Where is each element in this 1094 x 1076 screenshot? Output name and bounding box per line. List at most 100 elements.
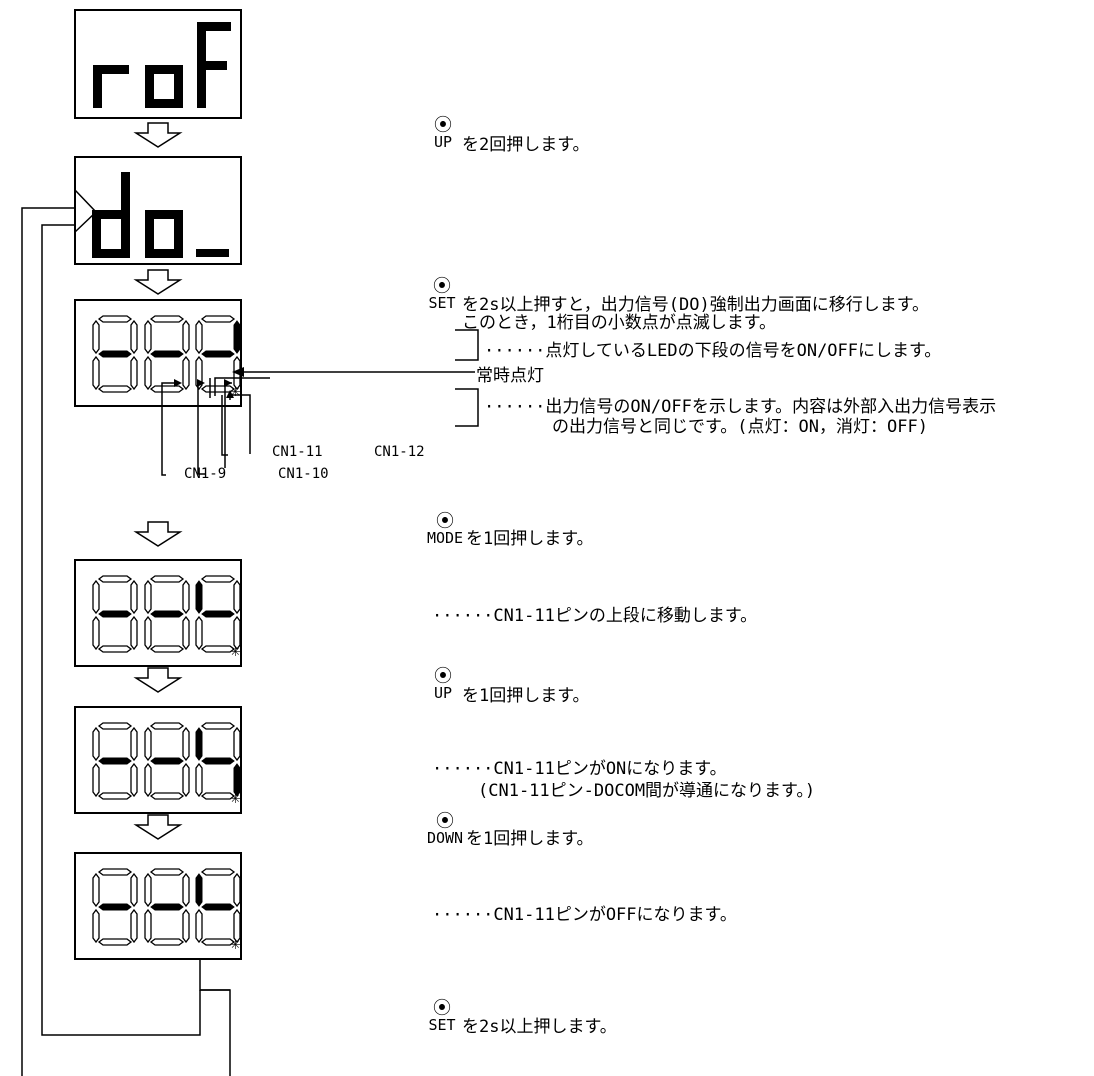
step3-result: ······CN1-11ピンの上段に移動します。: [432, 606, 758, 626]
segment-a: [200, 868, 236, 876]
segment-b: [233, 872, 241, 908]
segment-e: [92, 615, 100, 651]
step6-text: を2s以上押します。: [462, 1017, 617, 1037]
return-loop: [21, 189, 231, 1076]
segment-a: [149, 868, 185, 876]
display-do-force-1-digits: ✳: [92, 315, 241, 400]
digit-1: [92, 575, 138, 653]
segment-g: [150, 757, 184, 765]
segment-e: [195, 615, 203, 651]
segment-c: [130, 355, 138, 391]
segment-b: [233, 726, 241, 762]
segment-b: [130, 579, 138, 615]
step5-result: ······CN1-11ピンがOFFになります。: [432, 905, 737, 925]
segment-a: [149, 575, 185, 583]
segment-d: [149, 645, 185, 653]
set-button-1[interactable]: ⦿ SET: [426, 276, 458, 312]
segment-g: [201, 350, 235, 358]
segment-f: [92, 579, 100, 615]
button-dot-icon: ⦿: [433, 998, 451, 1019]
segment-e: [144, 762, 152, 798]
up-label: UP: [433, 684, 453, 702]
segment-e: [144, 615, 152, 651]
segment-d: [97, 385, 133, 393]
down-label: DOWN: [426, 829, 464, 847]
segment-f: [144, 872, 152, 908]
step3-text: を1回押します。: [466, 529, 594, 549]
brackets: [455, 329, 479, 427]
segment-f: [195, 319, 203, 355]
up-button-2[interactable]: ⦿ UP: [430, 666, 456, 702]
note-upper: ······点灯しているLEDの下段の信号をON/OFFにします。: [484, 341, 942, 361]
segment-d: [97, 938, 133, 946]
segment-g: [98, 903, 132, 911]
segment-b: [182, 872, 190, 908]
up-button-1[interactable]: ⦿ UP: [430, 115, 456, 151]
segment-a: [200, 315, 236, 323]
digit-1: [92, 315, 138, 393]
note-lower-line2: の出力信号と同じです。(点灯：ON，消灯：OFF): [552, 417, 928, 437]
mode-button[interactable]: ⦿ MODE: [424, 513, 466, 547]
segment-e: [92, 355, 100, 391]
digit-2: [144, 722, 190, 800]
decimal-point-blink-icon: ✳: [230, 645, 241, 660]
segment-a: [97, 575, 133, 583]
segment-a: [97, 722, 133, 730]
segment-f: [92, 872, 100, 908]
segment-e: [92, 908, 100, 944]
segment-c: [233, 763, 241, 797]
digit-2: [144, 868, 190, 946]
pin-label-cn1-11: CN1-11: [272, 444, 323, 460]
segment-d: [200, 792, 236, 800]
pin-label-cn1-10: CN1-10: [278, 466, 329, 482]
decimal-point-blink-icon: ✳: [230, 938, 241, 953]
mode-label: MODE: [426, 529, 464, 547]
segment-g: [150, 350, 184, 358]
segment-a: [97, 868, 133, 876]
segment-b: [182, 579, 190, 615]
segment-c: [182, 762, 190, 798]
segment-d: [97, 645, 133, 653]
segment-f: [144, 579, 152, 615]
segment-b: [130, 872, 138, 908]
segment-g: [201, 610, 235, 618]
segment-g: [98, 350, 132, 358]
segment-b: [233, 320, 241, 354]
segment-g: [201, 903, 235, 911]
button-dot-icon: ⦿: [434, 666, 452, 687]
digit-1: [92, 868, 138, 946]
segment-c: [233, 615, 241, 651]
segment-g: [150, 610, 184, 618]
down-button[interactable]: ⦿ DOWN: [424, 811, 466, 847]
segment-a: [200, 575, 236, 583]
pin-label-cn1-9: CN1-9: [184, 466, 227, 482]
segment-c: [130, 615, 138, 651]
segment-f: [92, 319, 100, 355]
set-label: SET: [428, 294, 456, 312]
set-button-2[interactable]: ⦿ SET: [426, 998, 458, 1033]
step5-text: を1回押します。: [466, 829, 594, 849]
up-label: UP: [433, 133, 453, 151]
note-lower-line1: ······出力信号のON/OFFを示します。内容は外部入出力信号表示: [484, 397, 997, 417]
segment-d: [149, 938, 185, 946]
segment-d: [97, 792, 133, 800]
segment-e: [144, 908, 152, 944]
segment-g: [98, 757, 132, 765]
segment-c: [130, 908, 138, 944]
step1-text: を2回押します。: [462, 135, 590, 155]
segment-f: [195, 727, 203, 761]
segment-d: [200, 645, 236, 653]
step2-text-line2: このとき，1桁目の小数点が点滅します。: [462, 313, 777, 333]
segment-f: [92, 726, 100, 762]
segment-e: [195, 762, 203, 798]
segment-f: [195, 873, 203, 907]
button-dot-icon: ⦿: [433, 276, 451, 297]
display-do-force-4-digits: ✳: [92, 868, 241, 953]
always-on-label: 常時点灯: [476, 366, 544, 386]
display-do: [74, 156, 242, 265]
button-dot-icon: ⦿: [436, 811, 454, 832]
segment-f: [144, 726, 152, 762]
digit-2: [144, 575, 190, 653]
segment-c: [130, 762, 138, 798]
button-dot-icon: ⦿: [434, 115, 452, 136]
